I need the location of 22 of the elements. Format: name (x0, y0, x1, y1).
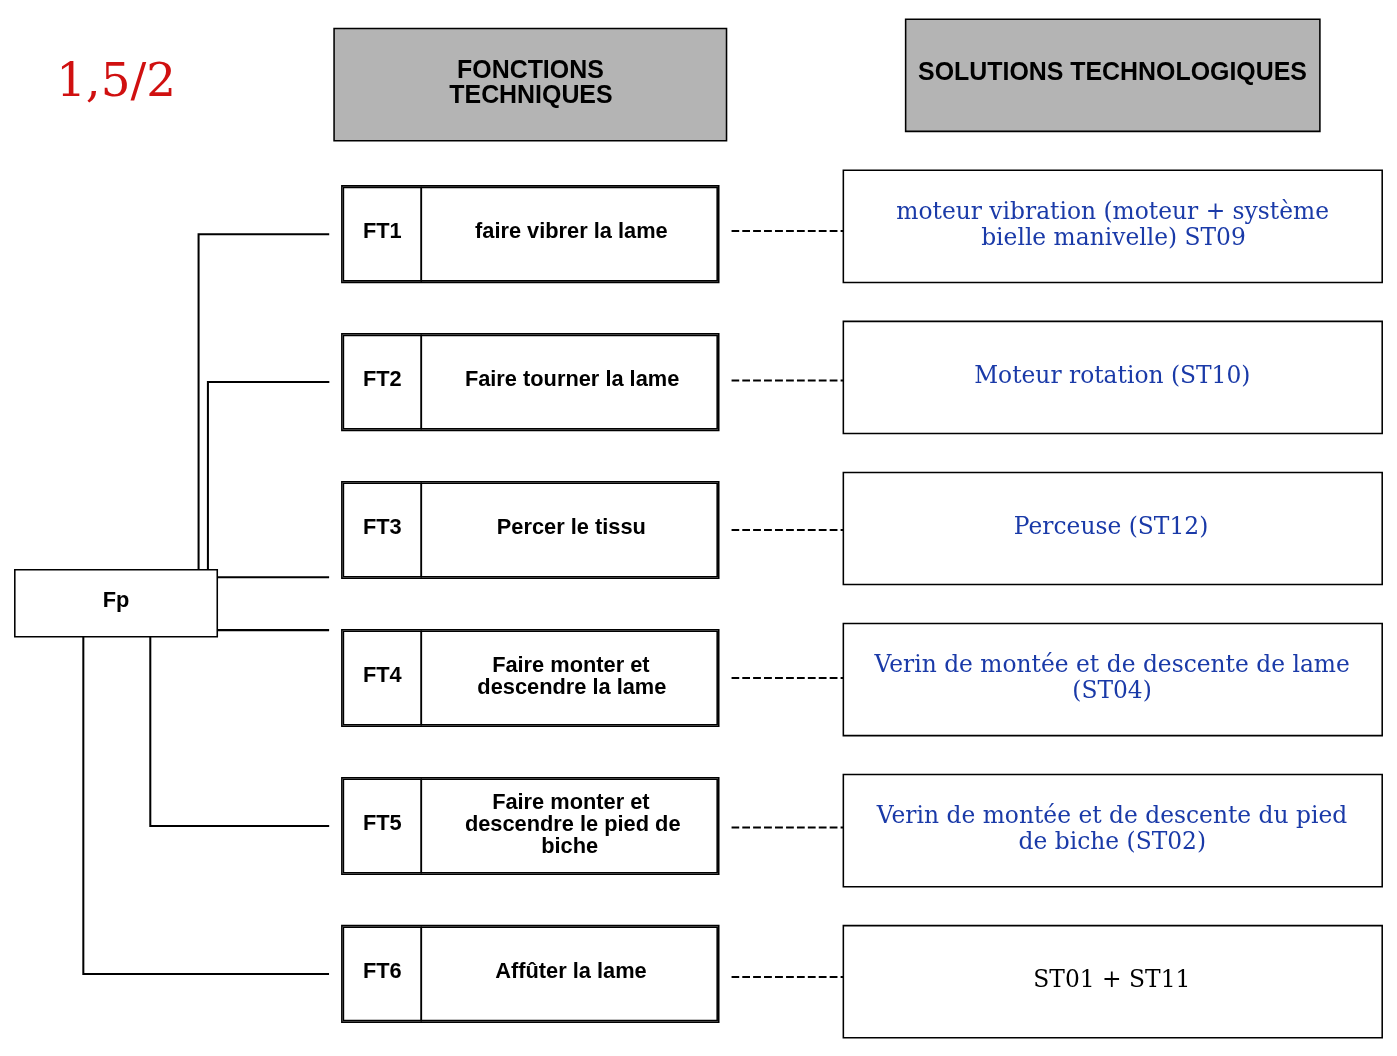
connector (731, 229, 844, 232)
node-box: Verin de montée et de descente du pied de biche (ST02) (842, 773, 1383, 887)
connector (731, 676, 844, 679)
connector (731, 528, 844, 531)
node-box: Moteur rotation (ST10) (842, 320, 1383, 434)
connector (217, 575, 330, 578)
node-box: Perceuse (ST12) (842, 471, 1383, 585)
connector (149, 636, 330, 827)
connector (731, 826, 844, 829)
node-box: ST01 + ST11 (842, 924, 1383, 1039)
node-box: moteur vibration (moteur + système bielle manivelle) ST09 (842, 169, 1383, 283)
label: 1,5/2 (56, 52, 176, 107)
node-box: FONCTIONS TECHNIQUES (333, 27, 728, 141)
node-box: SOLUTIONS TECHNOLOGIQUES (904, 17, 1321, 132)
connector (731, 379, 844, 382)
connector (82, 636, 330, 975)
connector (197, 232, 330, 569)
node-box: Fp (14, 568, 219, 637)
connector (217, 628, 330, 631)
connector (731, 975, 844, 978)
node-box: Verin de montée et de descente de lame (ST04) (842, 622, 1383, 736)
connector (206, 380, 330, 570)
